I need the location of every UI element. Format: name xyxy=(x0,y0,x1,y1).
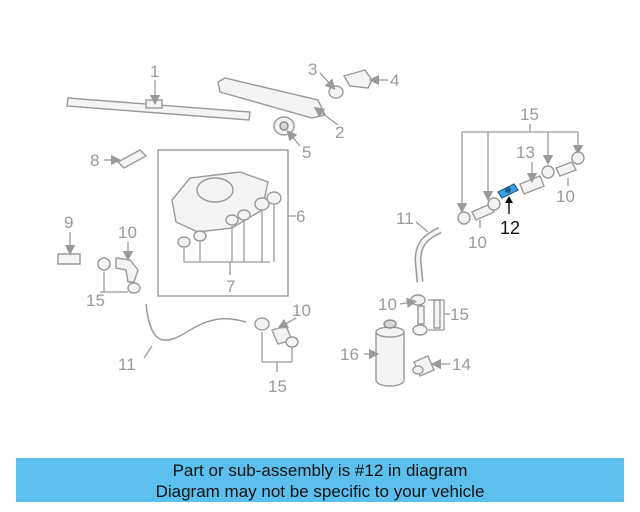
callout-10b: 10 xyxy=(292,301,311,320)
callout-5: 5 xyxy=(302,143,311,162)
washer-reservoir: 16 xyxy=(340,319,405,387)
callout-13: 13 xyxy=(516,143,535,162)
callout-15a: 15 xyxy=(86,291,105,310)
wiper-blade: 1 xyxy=(66,62,251,121)
callout-8: 8 xyxy=(90,151,99,170)
callout-4: 4 xyxy=(390,71,399,90)
part-12-nozzle: 12 xyxy=(497,183,520,238)
callout-16: 16 xyxy=(340,345,359,364)
callout-3: 3 xyxy=(308,60,317,79)
callout-11b: 11 xyxy=(396,209,414,228)
callout-11a: 11 xyxy=(118,355,136,374)
callout-6: 6 xyxy=(296,207,305,226)
callout-15b: 15 xyxy=(268,377,287,396)
callout-2: 2 xyxy=(335,123,344,142)
part-info-banner: Part or sub-assembly is #12 in diagram D… xyxy=(16,458,624,502)
wiper-motor-assembly: 7 6 xyxy=(157,149,305,297)
callout-1: 1 xyxy=(150,62,159,81)
callout-7: 7 xyxy=(226,277,235,296)
left-hose-joint: 10 15 xyxy=(86,223,141,310)
callout-12: 12 xyxy=(500,218,520,238)
banner-line-1: Part or sub-assembly is #12 in diagram xyxy=(172,461,468,480)
arm-cap: 4 xyxy=(342,69,399,90)
callout-15d: 15 xyxy=(450,305,469,324)
washer-hose-right: 11 xyxy=(396,209,442,283)
callout-10a: 10 xyxy=(118,223,137,242)
nozzle-line-set: 15 13 10 10 xyxy=(456,105,585,252)
drain-fitting: 9 xyxy=(57,213,81,265)
callout-14: 14 xyxy=(452,355,471,374)
callout-10d: 10 xyxy=(468,233,487,252)
grommet: 5 xyxy=(273,116,311,162)
callout-10c: 10 xyxy=(556,187,575,206)
callout-10e: 10 xyxy=(378,295,397,314)
mount-bolt: 8 xyxy=(90,149,148,170)
wiper-arm: 2 xyxy=(217,77,344,142)
reservoir-hose-joint: 10 15 xyxy=(378,294,469,336)
arm-nut: 3 xyxy=(308,60,344,99)
callout-9: 9 xyxy=(64,213,73,232)
washer-pump: 14 xyxy=(412,355,471,377)
callout-15c: 15 xyxy=(520,105,539,124)
banner-line-2: Diagram may not be specific to your vehi… xyxy=(155,482,485,501)
washer-hose-left: 11 xyxy=(118,303,247,374)
center-hose-joint: 10 15 xyxy=(254,301,311,396)
